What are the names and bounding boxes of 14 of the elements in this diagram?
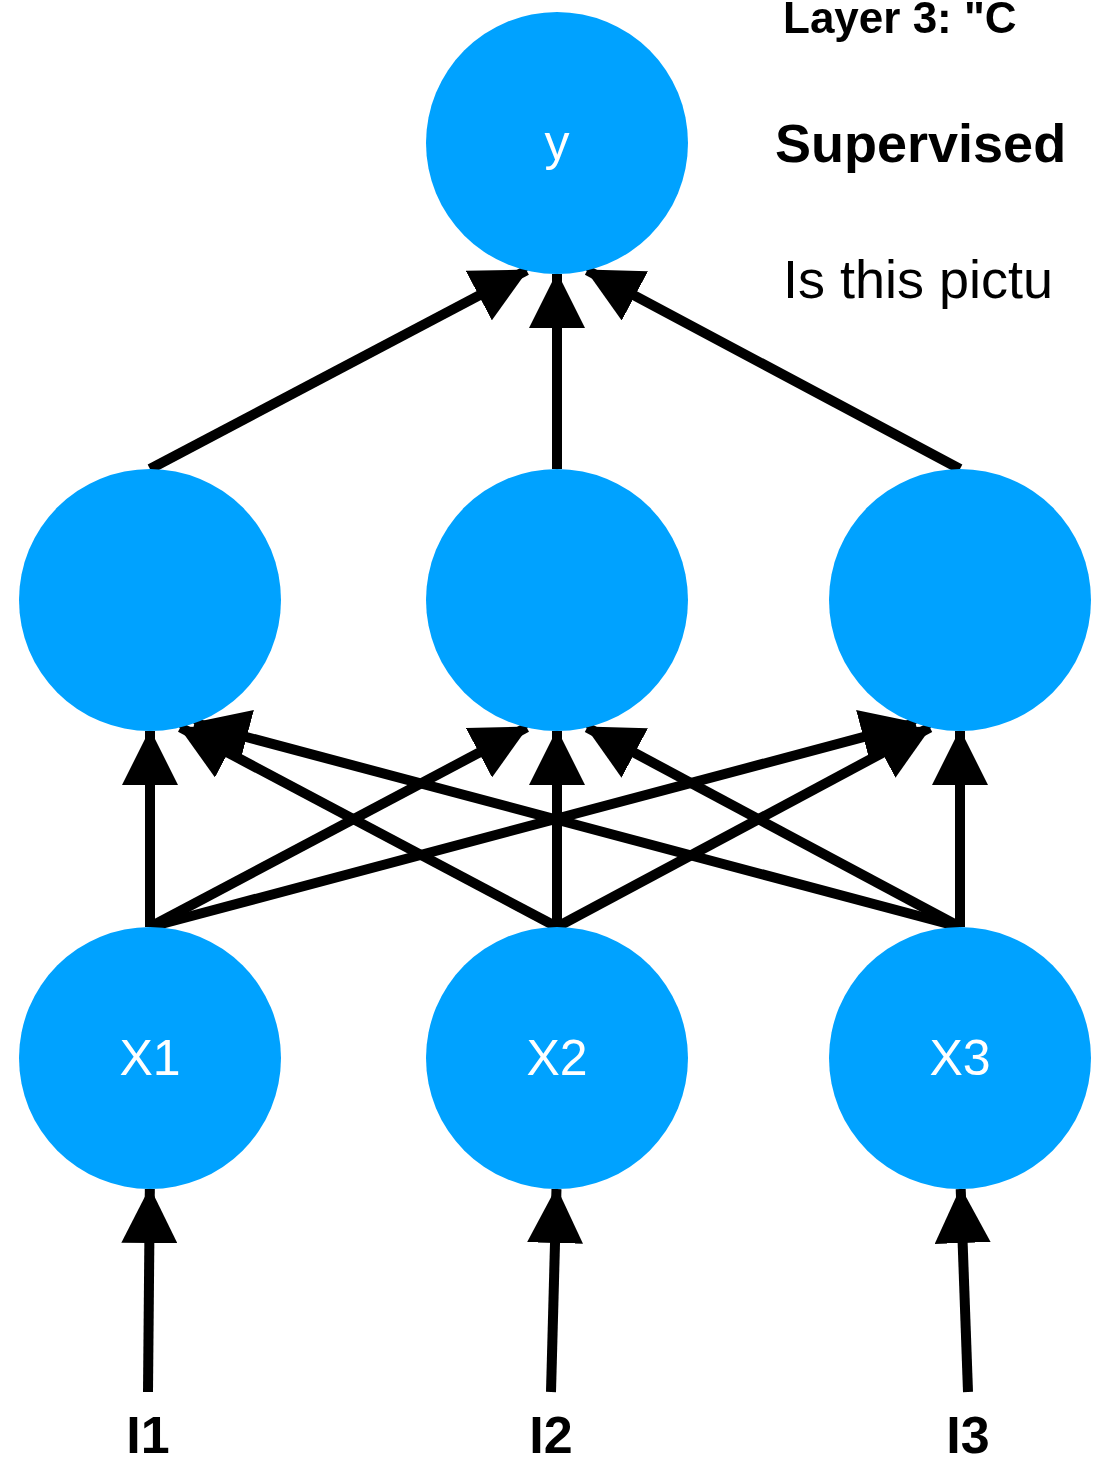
node-label: X1 [119, 1033, 181, 1083]
node-label: X2 [526, 1033, 588, 1083]
node-label: y [544, 118, 570, 168]
annotation-text: Layer 3: "C [783, 0, 1017, 40]
arrow [527, 1187, 583, 1393]
node-label: X3 [929, 1033, 991, 1083]
input-label: I1 [126, 1409, 170, 1461]
input-label: I3 [946, 1409, 990, 1461]
input-label: I2 [529, 1409, 573, 1461]
arrow [934, 1187, 991, 1393]
arrow [529, 272, 585, 469]
arrow [121, 1187, 178, 1393]
arrow [122, 729, 178, 927]
arrow [932, 729, 988, 927]
